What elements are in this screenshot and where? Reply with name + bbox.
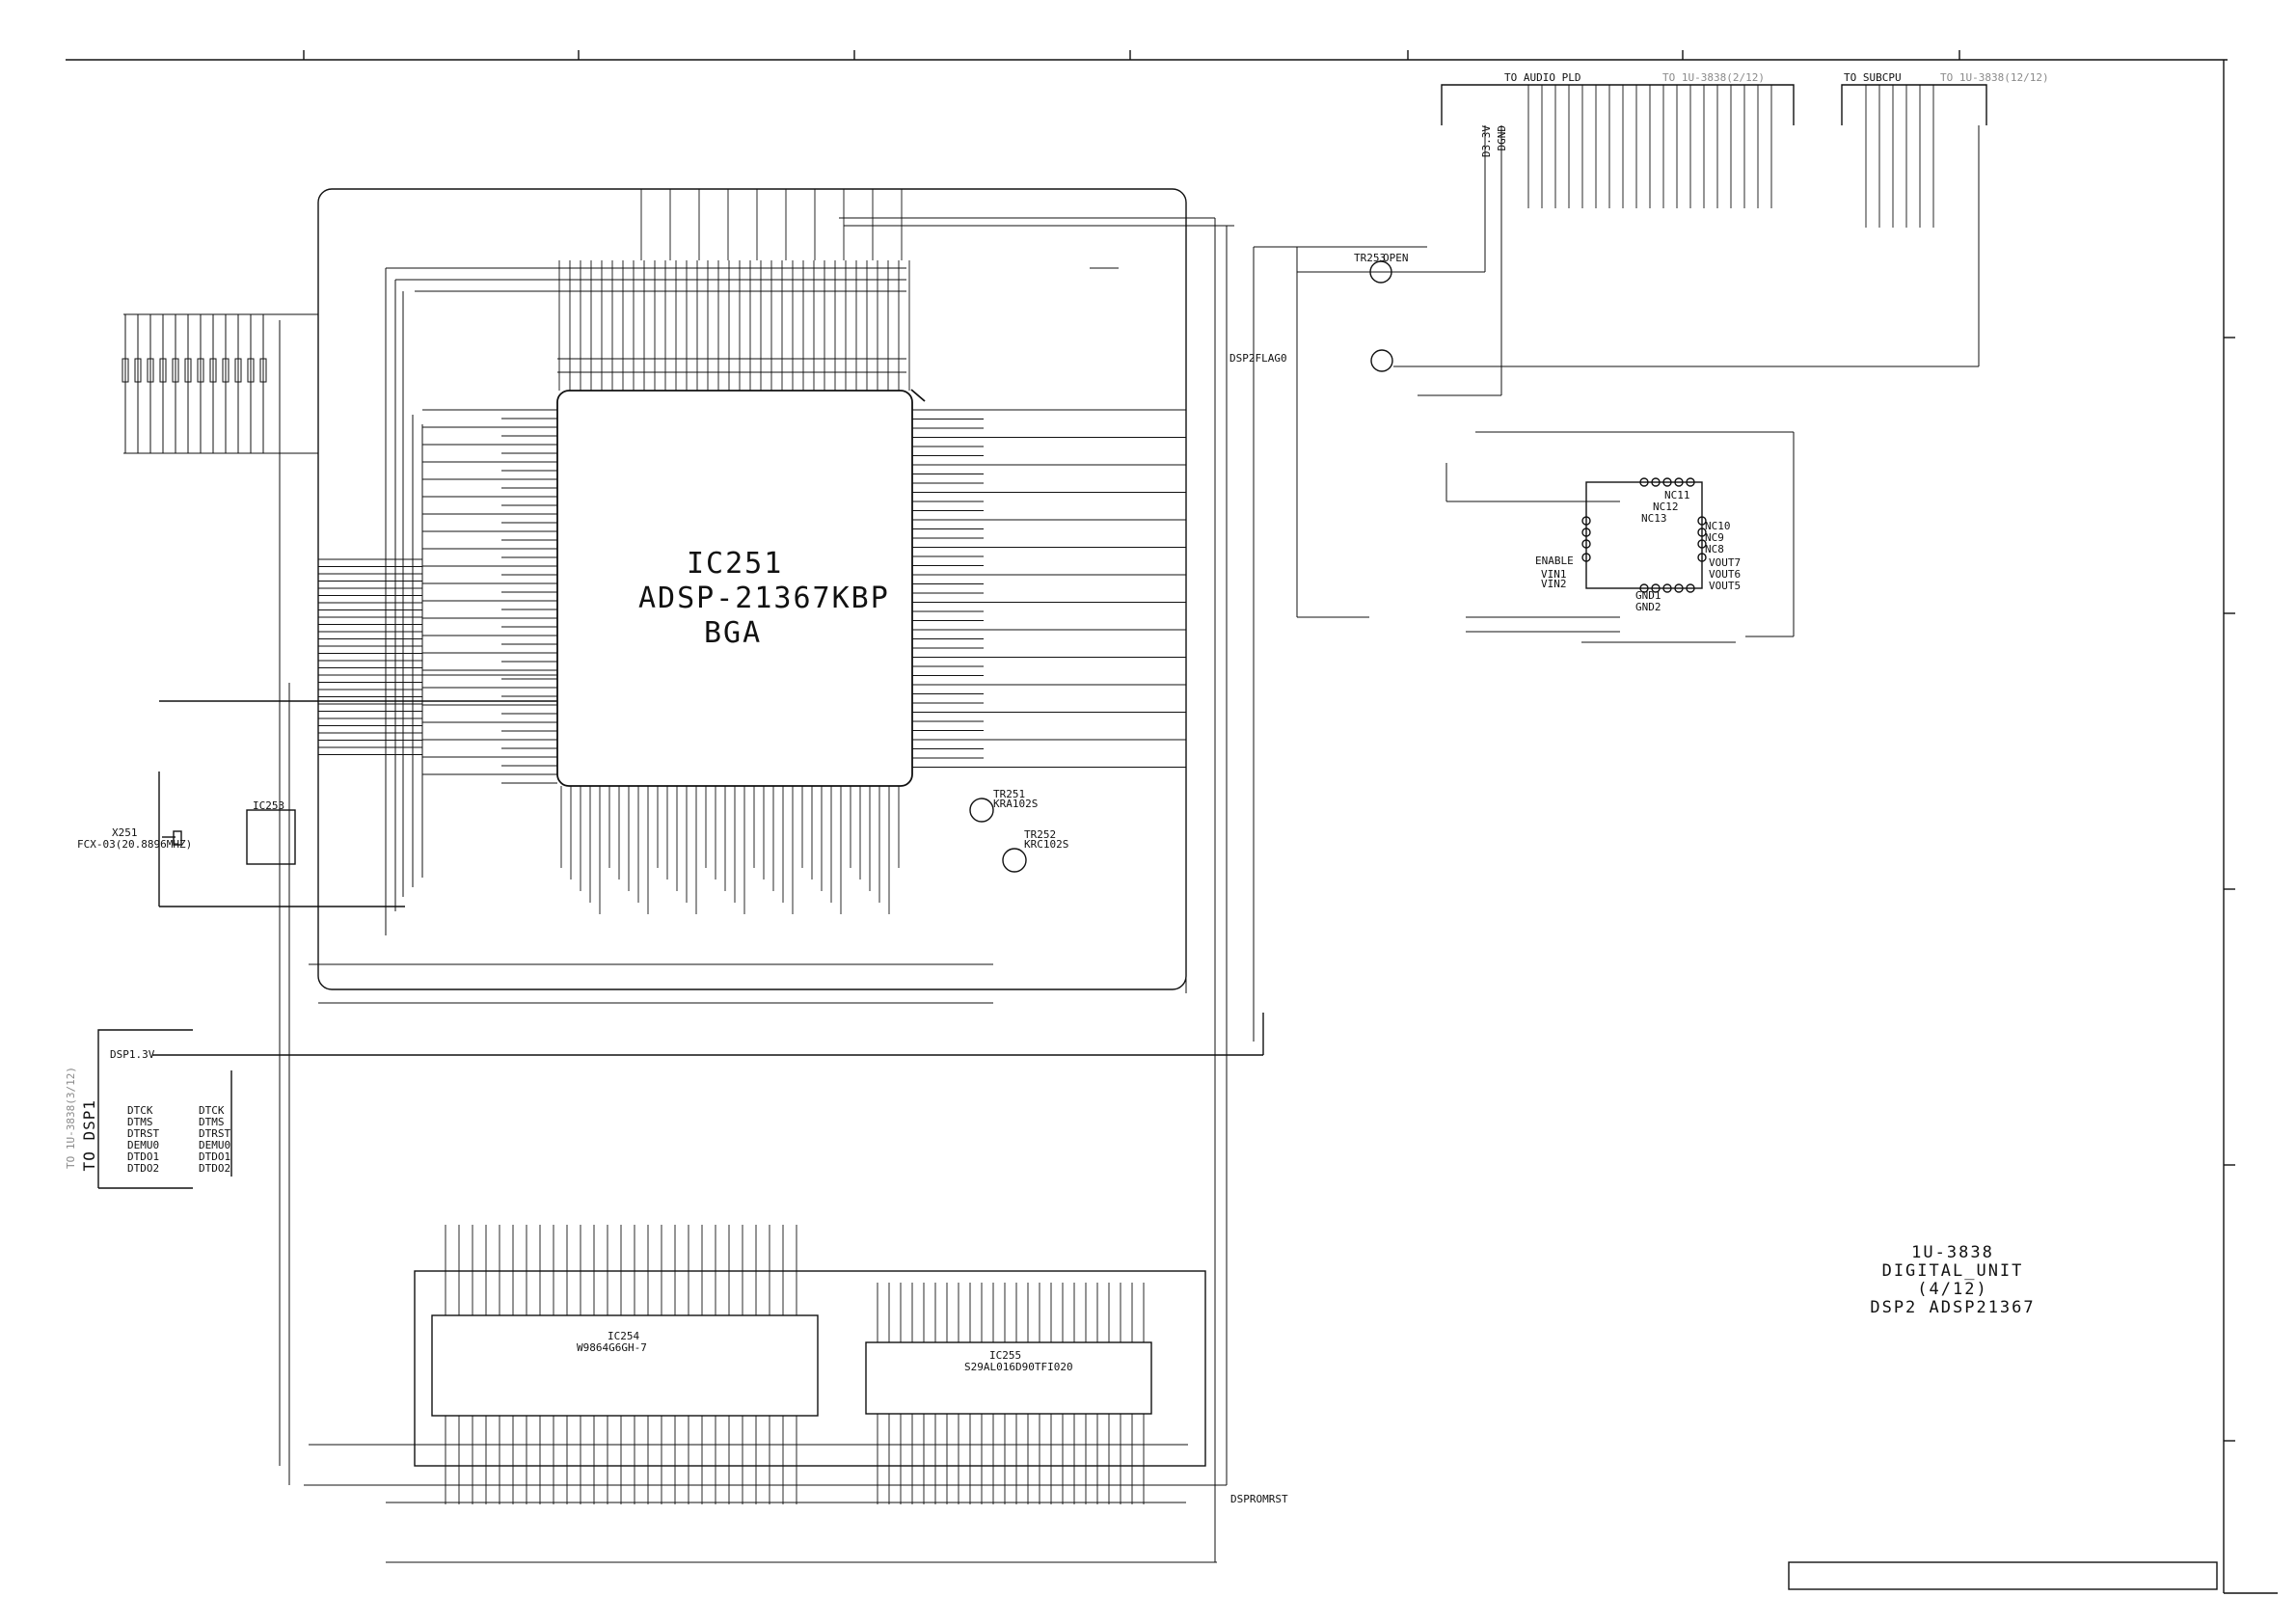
reg-pin-nc13: NC13 (1641, 512, 1667, 525)
reg-pin-gnd2: GND2 (1635, 601, 1661, 613)
reg-pin-vout6: VOUT6 (1709, 568, 1742, 581)
regulator-pin (1639, 477, 1649, 487)
tr252-part: KRC102S (1024, 838, 1069, 851)
dsp1-sig-1: DTMS (127, 1116, 153, 1128)
regulator-pin (1697, 516, 1707, 526)
title-box (1788, 1561, 2218, 1590)
capacitor (134, 358, 142, 383)
dsp1-sig-2: DTRST (127, 1127, 160, 1140)
dsp1-sig-1-dst: DTMS (199, 1116, 225, 1128)
tr252-symbol (1002, 848, 1027, 873)
regulator-pin (1581, 516, 1591, 526)
tr253-part: OPEN (1383, 252, 1409, 264)
audio-pld-title: TO AUDIO PLD (1504, 71, 1581, 84)
ic253-ref: IC253 (253, 799, 285, 812)
dsp1-sig-5: DTDO2 (127, 1162, 160, 1175)
subcpu-ref: TO 1U-3838(12/12) (1940, 71, 2049, 84)
regulator-pin (1697, 539, 1707, 549)
net-dsp2flag0: DSP2FLAG0 (1229, 352, 1287, 365)
reg-pin-gnd1: GND1 (1635, 589, 1661, 602)
reg-pin-vout5: VOUT5 (1709, 580, 1742, 592)
capacitor (209, 358, 217, 383)
dsp1-sig-0-dst: DTCK (199, 1104, 225, 1117)
dsp1-sig-4-dst: DTDO1 (199, 1150, 231, 1163)
title-line3: (4/12) (1917, 1280, 1988, 1299)
tr251-symbol (969, 798, 994, 823)
crystal-ref: X251 (112, 826, 138, 839)
net-dsprom-rst: DSPROMRST (1230, 1493, 1288, 1505)
ic253-body (246, 809, 296, 865)
ic251-package: BGA (704, 616, 763, 650)
capacitor (122, 358, 129, 383)
capacitor (234, 358, 242, 383)
regulator-pin (1686, 477, 1695, 487)
ic254-ref: IC254 (608, 1330, 640, 1342)
reg-pin-vin1: VIN1 (1541, 568, 1567, 581)
reg-pin-nc11: NC11 (1664, 489, 1690, 501)
tr251-ref: TR251 (993, 788, 1026, 800)
reg-pin-nc8: NC8 (1705, 543, 1724, 555)
capacitor (197, 358, 204, 383)
title-block: 1U-3838 DIGITAL_UNIT (4/12) DSP2 ADSP213… (1827, 1244, 2078, 1317)
reg-pin-nc12: NC12 (1653, 501, 1679, 513)
regulator-pin (1581, 528, 1591, 537)
dsp1-sig-4: DTDO1 (127, 1150, 160, 1163)
audio-pld-ref: TO 1U-3838(2/12) (1662, 71, 1765, 84)
regulator-pin (1674, 477, 1684, 487)
regulator-body (1585, 481, 1703, 589)
capacitor (147, 358, 154, 383)
tr252-ref: TR252 (1024, 828, 1057, 841)
ic251-part: ADSP-21367KBP (638, 582, 890, 615)
capacitor (259, 358, 267, 383)
regulator-pin (1697, 528, 1707, 537)
regulator-pin (1662, 477, 1672, 487)
capacitor (184, 358, 192, 383)
ic254-body (431, 1314, 819, 1417)
regulator-pin (1581, 553, 1591, 562)
reg-pin-vout7: VOUT7 (1709, 556, 1742, 569)
dsp1-sig-5-dst: DTDO2 (199, 1162, 231, 1175)
dsp1-sig-0: DTCK (127, 1104, 153, 1117)
regulator-pin (1674, 583, 1684, 593)
regulator-pin (1639, 583, 1649, 593)
dsp1-sig-3: DEMU0 (127, 1139, 160, 1151)
net-d33v: D3.3V (1480, 125, 1493, 158)
capacitor (172, 358, 179, 383)
dsp1-ref: TO 1U-3838(3/12) (65, 1067, 77, 1169)
regulator-pin (1651, 477, 1661, 487)
net-dgnd: DGND (1496, 125, 1508, 151)
title-line1: 1U-3838 (1911, 1243, 1994, 1262)
reg-pin-nc10: NC10 (1705, 520, 1731, 532)
capacitor (222, 358, 230, 383)
tr253-symbol (1369, 260, 1392, 284)
dsp1-sig-2-dst: DTRST (199, 1127, 231, 1140)
capacitor (159, 358, 167, 383)
subcpu-title: TO SUBCPU (1844, 71, 1902, 84)
title-line4: DSP2 ADSP21367 (1870, 1298, 2036, 1317)
regulator-pin (1651, 583, 1661, 593)
dsp1-sig-3-dst: DEMU0 (199, 1139, 231, 1151)
title-line2: DIGITAL_UNIT (1881, 1261, 2024, 1281)
tr251-part: KRA102S (993, 798, 1039, 810)
regulator-pin (1686, 583, 1695, 593)
reg-pin-enable: ENABLE (1535, 555, 1574, 567)
ic251-ref: IC251 (687, 547, 784, 581)
reg-pin-nc9: NC9 (1705, 531, 1724, 544)
ic255-part: S29AL016D90TFI020 (964, 1361, 1073, 1373)
tr254-symbol (1370, 349, 1393, 372)
ic255-ref: IC255 (989, 1349, 1022, 1362)
reg-pin-vin2: VIN2 (1541, 578, 1567, 590)
dsp1-power: DSP1.3V (110, 1048, 155, 1061)
regulator-pin (1662, 583, 1672, 593)
capacitor (247, 358, 255, 383)
regulator-pin (1581, 539, 1591, 549)
dsp1-title: TO DSP1 (80, 1099, 98, 1172)
regulator-pin (1697, 553, 1707, 562)
ic254-part: W9864G6GH-7 (577, 1341, 647, 1354)
ic255-body (865, 1341, 1152, 1415)
tr253-ref: TR253 (1354, 252, 1387, 264)
crystal-part: FCX-03(20.8896MHZ) (77, 838, 193, 851)
